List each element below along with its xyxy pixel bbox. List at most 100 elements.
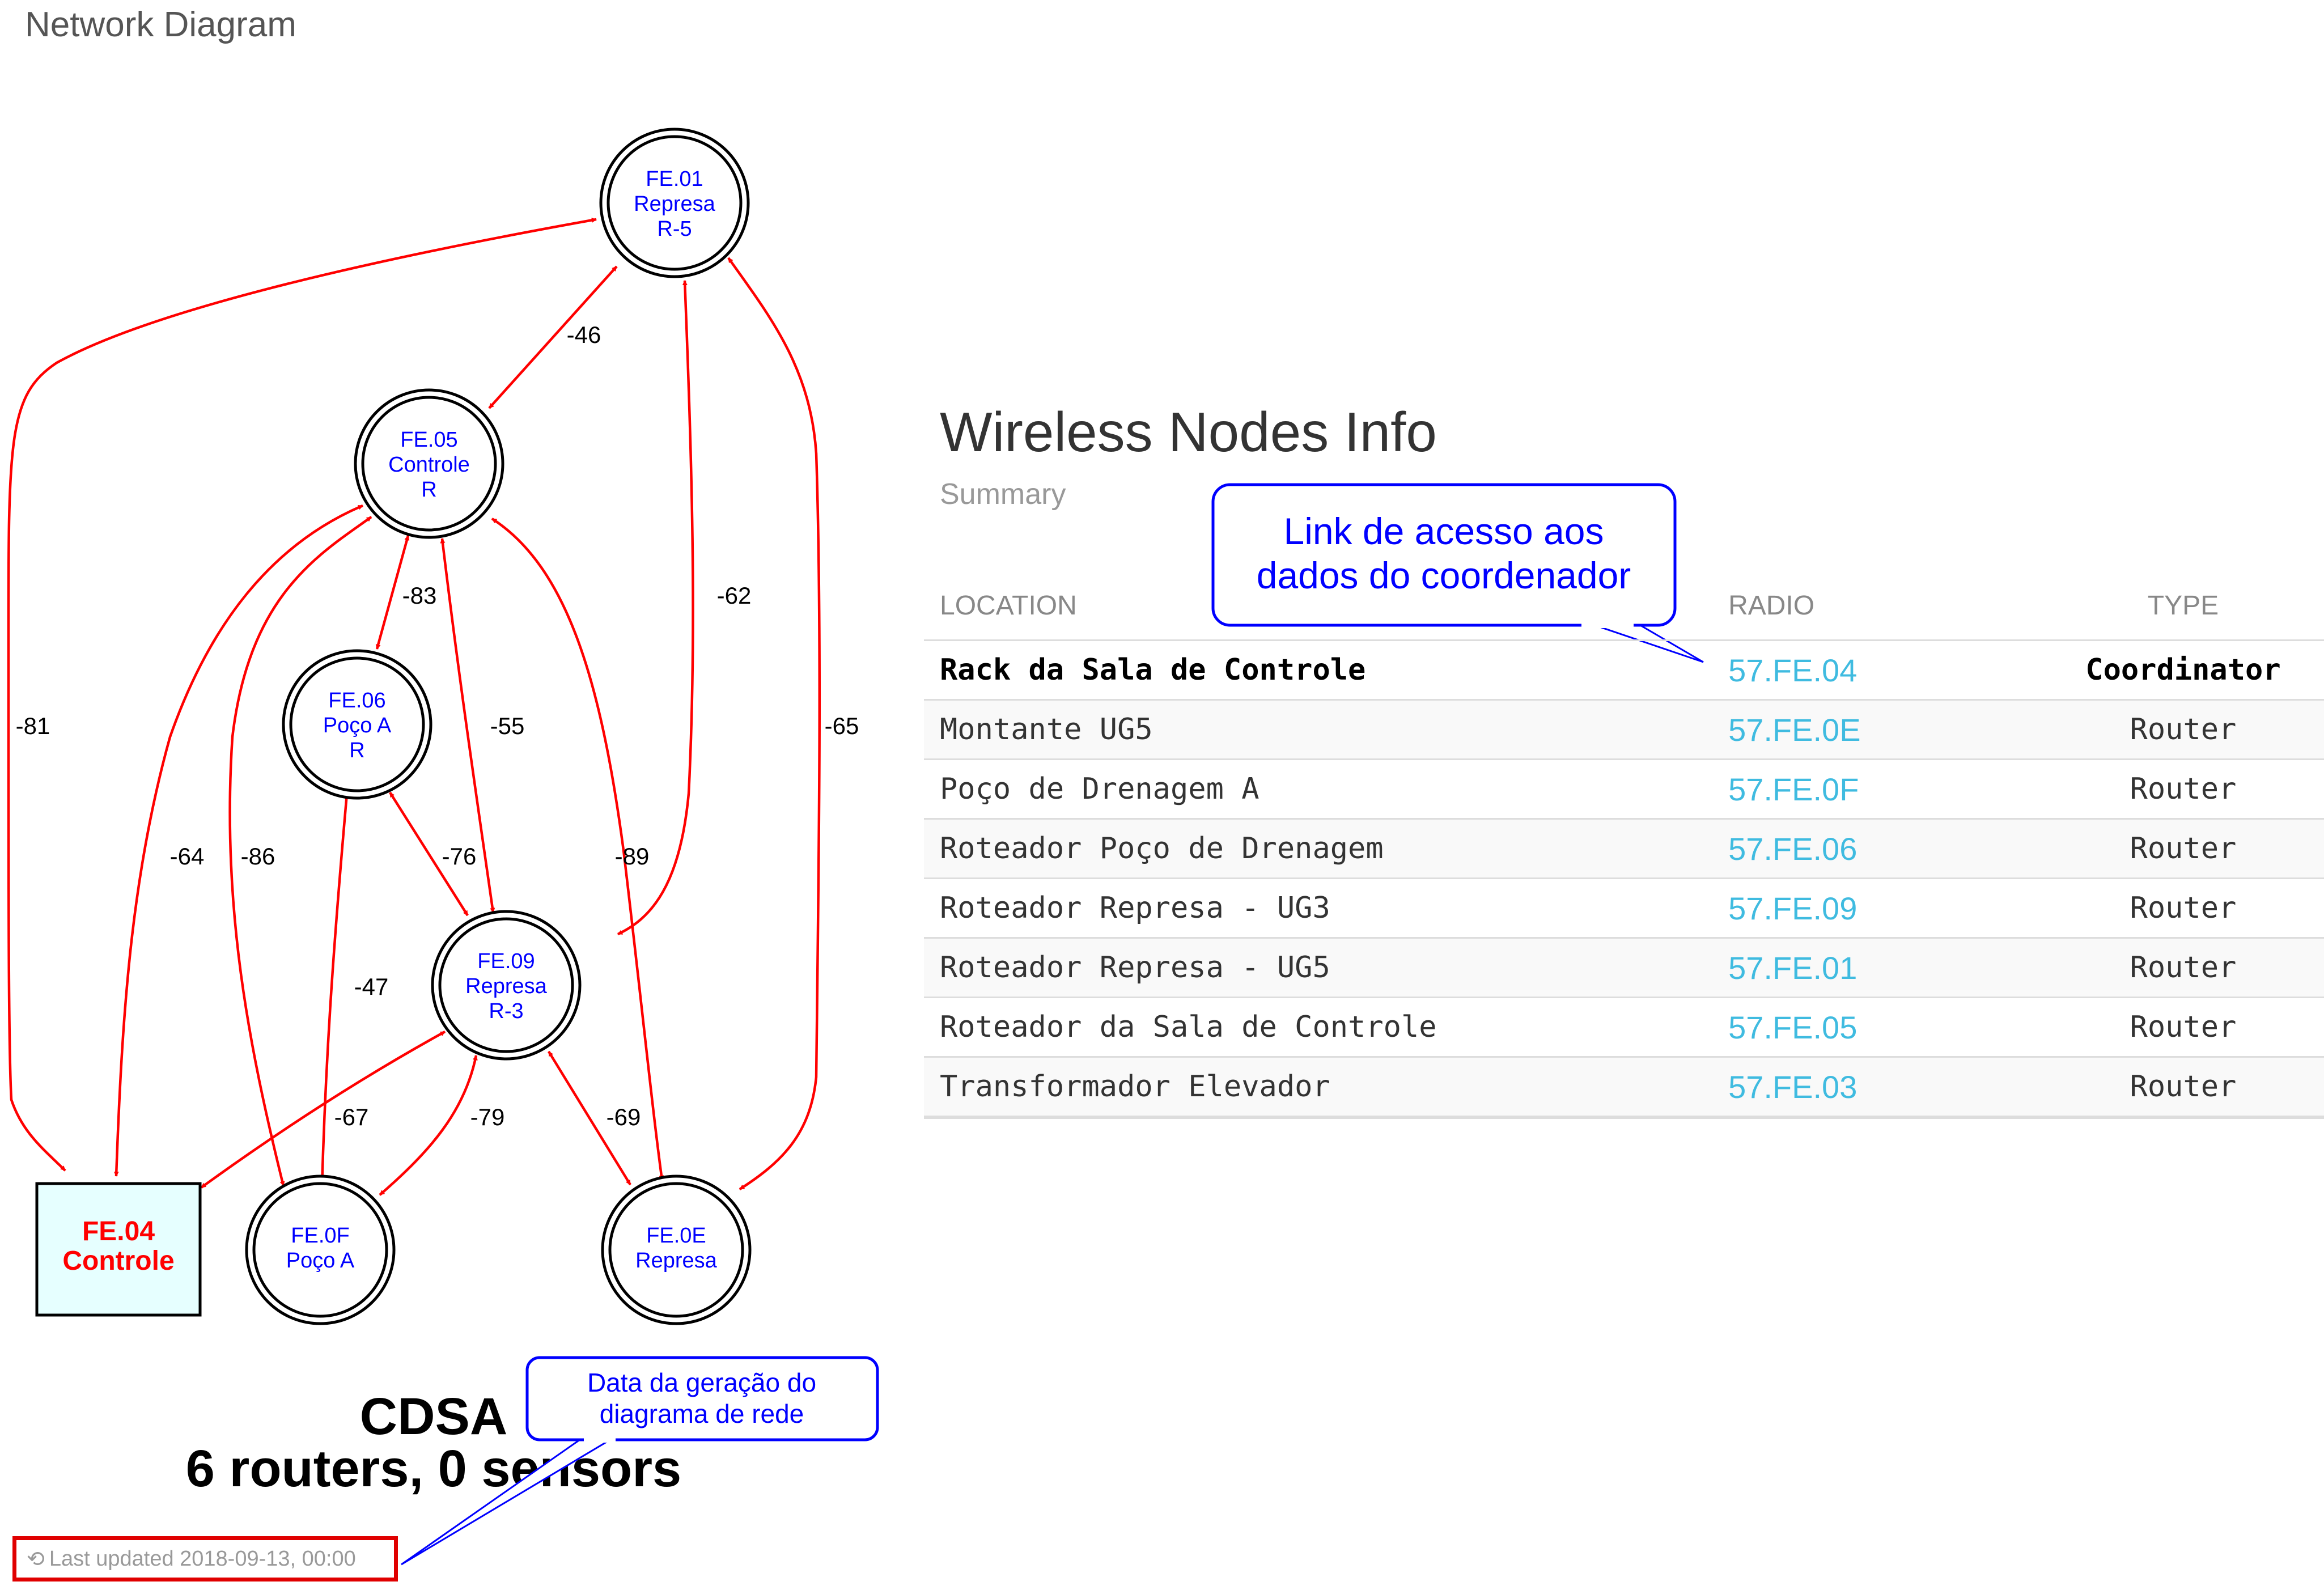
edge-fe01-fe09 (617, 280, 694, 936)
callout-text: Link de acesso aos (1283, 510, 1604, 552)
edge-fe05-fe04 (113, 504, 363, 1177)
table-row: Roteador Represa - UG5 57.FE.01 Router (924, 937, 2324, 998)
edge-label: -83 (402, 582, 437, 609)
edge-fe09-fe0e (548, 1050, 631, 1186)
node-label: Represa (635, 1249, 717, 1273)
edge-label: -55 (490, 713, 525, 739)
type-cell: Coordinator (2042, 639, 2324, 700)
edge-label: -86 (241, 843, 275, 870)
edge-fe01-fe0e (727, 257, 821, 1190)
edge-fe09-fe0f (379, 1055, 478, 1196)
radio-link[interactable]: 57.FE.01 (1728, 937, 2042, 998)
table-row: Poço de Drenagem A 57.FE.0F Router (924, 758, 2324, 819)
location-cell: Montante UG5 (924, 699, 1729, 760)
location-cell: Rack da Sala de Controle (924, 639, 1729, 700)
callout-text: Data da geração do (587, 1368, 816, 1397)
edge-label: -46 (567, 321, 601, 348)
node-label: Poço A (286, 1249, 355, 1273)
node-fe0e[interactable]: FE.0E Represa (601, 1175, 752, 1325)
edge-fe05-fe0e (491, 518, 664, 1181)
node-label: FE.05 (400, 428, 457, 452)
node-label: Controle (62, 1246, 174, 1276)
radio-link[interactable]: 57.FE.04 (1728, 639, 2042, 700)
column-header-type[interactable]: TYPE (2042, 571, 2324, 641)
location-cell: Transformador Elevador (924, 1056, 1729, 1119)
edge-label: -67 (334, 1104, 369, 1130)
wireless-nodes-subtitle: Summary (940, 478, 1066, 511)
radio-link[interactable]: 57.FE.0F (1728, 758, 2042, 819)
edge-fe01-fe04 (7, 217, 597, 1172)
edge-label: -69 (607, 1104, 641, 1130)
edge-labels: -46 -81 -62 -65 -83 -55 -89 -64 -86 -76 … (16, 321, 859, 1130)
history-icon: ⟲ (27, 1547, 45, 1571)
edge-label: -81 (16, 713, 50, 739)
table-row: Rack da Sala de Controle 57.FE.04 Coordi… (924, 639, 2324, 700)
table-row: Roteador Poço de Drenagem 57.FE.06 Route… (924, 818, 2324, 879)
type-cell: Router (2042, 877, 2324, 938)
diagram-title: CDSA (360, 1388, 508, 1445)
node-fe09[interactable]: FE.09 Represa R-3 (431, 910, 582, 1061)
edge-label: -89 (615, 843, 650, 870)
type-cell: Router (2042, 1056, 2324, 1119)
diagram-subtitle: 6 routers, 0 sensors (186, 1440, 681, 1498)
node-label: FE.06 (328, 689, 385, 713)
node-fe05[interactable]: FE.05 Controle R (354, 388, 504, 539)
type-cell: Router (2042, 758, 2324, 819)
node-label: Represa (634, 192, 715, 216)
node-label: FE.04 (82, 1216, 155, 1246)
node-label: R-5 (657, 217, 692, 241)
node-label: Poço A (323, 714, 392, 737)
node-label: FE.01 (646, 167, 703, 191)
edges (7, 217, 821, 1196)
section-title: Network Diagram (25, 5, 296, 44)
type-cell: Router (2042, 699, 2324, 760)
table-header-row: LOCATION RADIO TYPE (924, 571, 2324, 641)
column-header-location[interactable]: LOCATION (924, 571, 1729, 641)
node-label: R (349, 739, 364, 762)
radio-link[interactable]: 57.FE.03 (1728, 1056, 2042, 1119)
radio-link[interactable]: 57.FE.0E (1728, 699, 2042, 760)
node-label: FE.09 (477, 949, 535, 973)
edge-label: -65 (825, 713, 859, 739)
node-label: FE.0E (646, 1224, 706, 1248)
radio-link[interactable]: 57.FE.05 (1728, 997, 2042, 1057)
node-fe01[interactable]: FE.01 Represa R-5 (599, 128, 750, 278)
wireless-nodes-table: LOCATION RADIO TYPE Rack da Sala de Cont… (924, 571, 2324, 1119)
radio-link[interactable]: 57.FE.09 (1728, 877, 2042, 938)
edge-label: -64 (170, 843, 205, 870)
last-updated: ⟲ Last updated 2018-09-13, 00:00 (12, 1536, 398, 1581)
edge-label: -76 (442, 843, 477, 870)
node-fe04[interactable]: FE.04 Controle (35, 1182, 202, 1317)
column-header-radio[interactable]: RADIO (1728, 571, 2042, 641)
edge-label: -79 (470, 1104, 505, 1130)
node-label: FE.0F (291, 1224, 349, 1248)
location-cell: Roteador Poço de Drenagem (924, 818, 1729, 879)
radio-link[interactable]: 57.FE.06 (1728, 818, 2042, 879)
node-label: R-3 (489, 999, 523, 1023)
location-cell: Roteador da Sala de Controle (924, 997, 1729, 1057)
last-updated-text: Last updated 2018-09-13, 00:00 (49, 1546, 356, 1571)
edge-fe05-fe06 (375, 535, 410, 650)
type-cell: Router (2042, 818, 2324, 879)
node-fe06[interactable]: FE.06 Poço A R (282, 649, 432, 800)
edge-fe09-fe04 (200, 1031, 446, 1189)
edge-fe06-fe09 (389, 791, 469, 917)
node-label: R (421, 478, 436, 502)
table-row: Transformador Elevador 57.FE.03 Router (924, 1056, 2324, 1119)
callout-text: diagrama de rede (600, 1399, 804, 1428)
edge-label: -47 (354, 973, 389, 1000)
edge-fe05-fe09 (440, 538, 495, 913)
location-cell: Roteador Represa - UG5 (924, 937, 1729, 998)
location-cell: Poço de Drenagem A (924, 758, 1729, 819)
table-row: Roteador Represa - UG3 57.FE.09 Router (924, 877, 2324, 938)
location-cell: Roteador Represa - UG3 (924, 877, 1729, 938)
node-fe0f[interactable]: FE.0F Poço A (245, 1175, 396, 1325)
table-row: Montante UG5 57.FE.0E Router (924, 699, 2324, 760)
type-cell: Router (2042, 997, 2324, 1057)
type-cell: Router (2042, 937, 2324, 998)
wireless-nodes-title: Wireless Nodes Info (940, 401, 1437, 463)
node-label: Controle (388, 453, 470, 477)
table-row: Roteador da Sala de Controle 57.FE.05 Ro… (924, 997, 2324, 1057)
edge-label: -62 (717, 582, 752, 609)
callout-generation-date: Data da geração do diagrama de rede (401, 1356, 879, 1566)
